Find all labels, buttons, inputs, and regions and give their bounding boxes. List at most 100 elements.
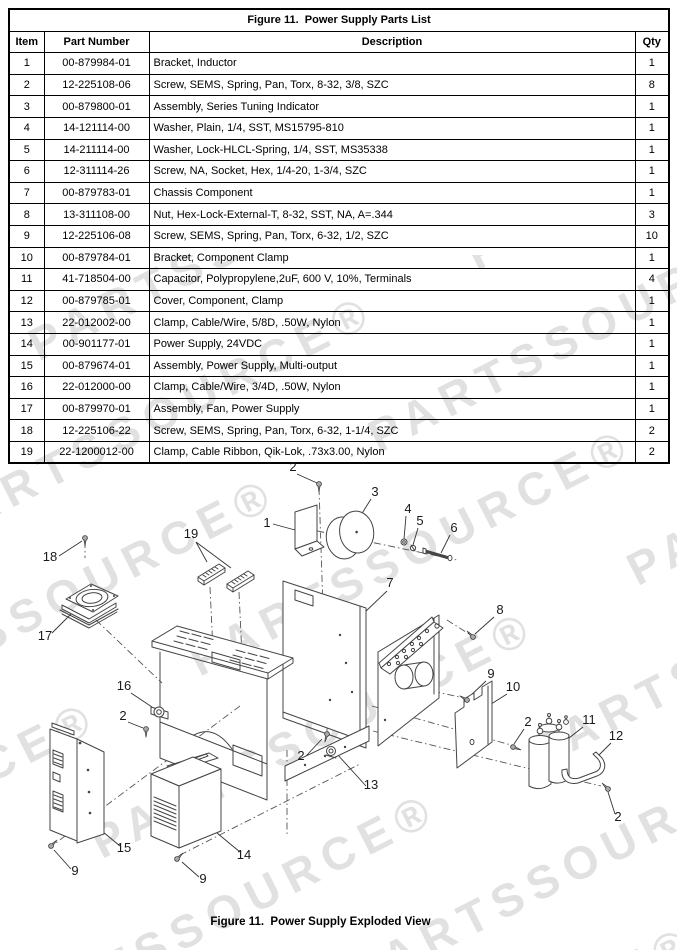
cell-item: 12: [8, 289, 45, 313]
fan-assembly-drawing: [59, 583, 119, 629]
figure-caption: Figure 11. Power Supply Exploded View: [210, 916, 431, 928]
cell-description: Clamp, Cable/Wire, 5/8D, .50W, Nylon: [148, 311, 636, 334]
cell-description: Assembly, Series Tuning Indicator: [148, 95, 636, 118]
callout-leader-lines: [51, 473, 616, 878]
cell-qty: 1: [634, 354, 670, 378]
cell-part-number: 00-901177-01: [43, 332, 150, 356]
cell-qty: 2: [634, 419, 670, 442]
capacitor-terminals: [536, 713, 569, 735]
cell-part-number: 00-879800-01: [43, 95, 150, 118]
cell-description: Assembly, Power Supply, Multi-output: [148, 354, 636, 378]
callout-2: 2: [119, 708, 126, 723]
cell-item: 6: [8, 160, 45, 183]
cell-qty: 2: [634, 440, 670, 464]
cell-description: Clamp, Cable Ribbon, Qik-Lok, .73x3.00, …: [148, 440, 636, 464]
clamp-cover-drawing: [561, 751, 606, 784]
cell-item: 15: [8, 354, 45, 378]
callout-19: 19: [184, 526, 198, 541]
callout-9: 9: [71, 863, 78, 878]
cell-description: Capacitor, Polypropylene,2uF, 600 V, 10%…: [148, 268, 636, 291]
cell-description: Cover, Component, Clamp: [148, 289, 636, 313]
callout-12: 12: [609, 728, 623, 743]
table-title: Figure 11. Power Supply Parts List: [8, 8, 670, 32]
cell-item: 16: [8, 376, 45, 399]
cell-item: 18: [8, 419, 45, 442]
cell-qty: 1: [634, 376, 670, 399]
cell-description: Screw, SEMS, Spring, Pan, Torx, 6-32, 1-…: [148, 419, 636, 442]
column-header-description: Description: [148, 30, 636, 54]
callout-11: 11: [582, 712, 596, 727]
cell-part-number: 13-311108-00: [43, 203, 150, 226]
cell-item: 8: [8, 203, 45, 226]
cell-description: Clamp, Cable/Wire, 3/4D, .50W, Nylon: [148, 376, 636, 399]
side-panel-bracket-drawing: [377, 614, 444, 747]
cell-item: 10: [8, 246, 45, 270]
cell-part-number: 14-121114-00: [43, 116, 150, 140]
column-header-part-number: Part Number: [43, 30, 150, 54]
cell-qty: 1: [634, 289, 670, 313]
cell-part-number: 00-879785-01: [43, 289, 150, 313]
callout-3: 3: [371, 484, 378, 499]
cell-part-number: 00-879674-01: [43, 354, 150, 378]
cell-item: 2: [8, 73, 45, 97]
cell-qty: 1: [634, 95, 670, 118]
cell-qty: 8: [634, 73, 670, 97]
cell-part-number: 00-879984-01: [43, 52, 150, 75]
chassis-drawing: [151, 580, 370, 801]
callout-16: 16: [117, 678, 131, 693]
column-header-item: Item: [8, 30, 45, 54]
cell-description: Chassis Component: [148, 181, 636, 205]
cell-item: 11: [8, 268, 45, 291]
cell-part-number: 22-012002-00: [43, 311, 150, 334]
callout-13: 13: [364, 777, 378, 792]
cell-qty: 4: [634, 268, 670, 291]
pcb-assembly-drawing: [49, 722, 105, 844]
callout-2: 2: [524, 714, 531, 729]
cell-item: 19: [8, 440, 45, 464]
washers-and-screw-drawing: [400, 538, 453, 562]
cell-qty: 10: [634, 224, 670, 248]
cell-description: Bracket, Component Clamp: [148, 246, 636, 270]
callout-1: 1: [263, 515, 270, 530]
callout-7: 7: [386, 575, 393, 590]
callout-8: 8: [496, 602, 503, 617]
callout-9: 9: [199, 871, 206, 886]
cell-part-number: 22-012000-00: [43, 376, 150, 399]
cell-description: Screw, SEMS, Spring, Pan, Torx, 8-32, 3/…: [148, 73, 636, 97]
table-header-row: Item Part Number Description Qty: [8, 30, 670, 54]
cell-qty: 1: [634, 311, 670, 334]
cell-item: 13: [8, 311, 45, 334]
callout-14: 14: [237, 847, 251, 862]
callout-2: 2: [614, 809, 621, 824]
cell-item: 7: [8, 181, 45, 205]
cable-clamp-16-drawing: [150, 706, 169, 720]
cell-item: 17: [8, 397, 45, 421]
cell-item: 5: [8, 138, 45, 162]
cell-description: Washer, Plain, 1/4, SST, MS15795-810: [148, 116, 636, 140]
cell-qty: 1: [634, 116, 670, 140]
inductor-bracket-drawing: [294, 504, 325, 557]
column-header-qty: Qty: [634, 30, 670, 54]
cell-item: 4: [8, 116, 45, 140]
cell-qty: 1: [634, 397, 670, 421]
callout-15: 15: [117, 840, 131, 855]
cell-part-number: 14-211114-00: [43, 138, 150, 162]
cell-qty: 1: [634, 52, 670, 75]
cell-item: 14: [8, 332, 45, 356]
